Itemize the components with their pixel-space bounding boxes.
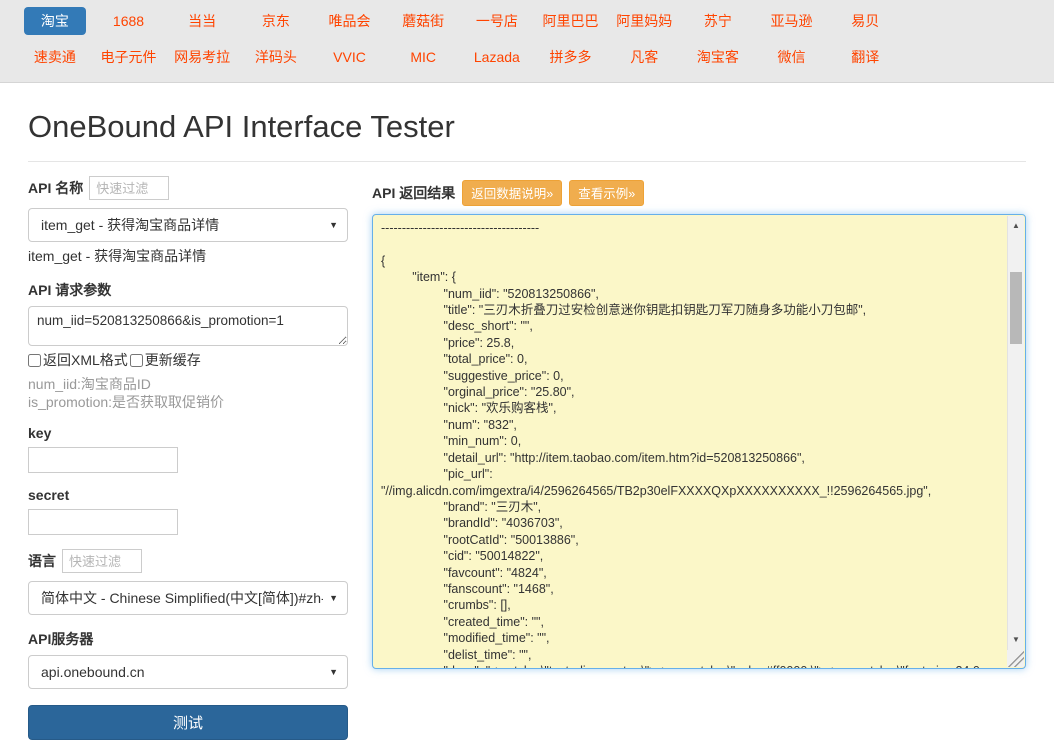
- page-title: OneBound API Interface Tester: [28, 109, 455, 144]
- nav-cell: 阿里巴巴: [534, 5, 608, 37]
- server-select[interactable]: api.onebound.cn: [28, 655, 348, 689]
- nav-cell: 淘宝客: [681, 41, 755, 73]
- cache-checkbox[interactable]: [129, 353, 143, 367]
- nav-item-洋码头[interactable]: 洋码头: [254, 49, 297, 65]
- result-panel: API 返回结果 返回数据说明» 查看示例» -----------------…: [372, 174, 1026, 740]
- nav-cell: 电子元件: [92, 41, 166, 73]
- nav-item-VVIC[interactable]: VVIC: [333, 49, 366, 65]
- param-hint-num-iid: num_iid:淘宝商品ID: [28, 376, 151, 392]
- nav-cell: 淘宝: [18, 7, 92, 35]
- nav-item-亚马逊[interactable]: 亚马逊: [770, 13, 813, 29]
- nav-cell: 一号店: [460, 5, 534, 37]
- cache-checkbox-label: 更新缓存: [144, 352, 201, 368]
- nav-row-1: 淘宝 1688 当当 京东 唯品会 蘑菇街 一号店 阿里巴巴 阿里妈妈 苏宁 亚马逊 易贝: [18, 5, 902, 37]
- nav-item-蘑菇街[interactable]: 蘑菇街: [402, 13, 445, 29]
- nav-item-唯品会[interactable]: 唯品会: [328, 13, 371, 29]
- nav-item-电子元件[interactable]: 电子元件: [100, 49, 157, 65]
- test-button[interactable]: 测试: [28, 705, 348, 740]
- language-select[interactable]: 简体中文 - Chinese Simplified(中文[简体])#zh-CN: [28, 581, 348, 615]
- options-checkboxes: 返回XML格式 更新缓存: [28, 350, 348, 370]
- nav-cell: 苏宁: [681, 5, 755, 37]
- nav-item-1688[interactable]: 1688: [112, 13, 145, 29]
- nav-cell: 翻译: [828, 41, 902, 73]
- language-label: 语言: [28, 553, 56, 569]
- api-result-textarea[interactable]: -------------------------------------- {…: [372, 214, 1026, 669]
- scrollbar-thumb[interactable]: [1010, 272, 1022, 344]
- nav-row-2: 速卖通 电子元件 网易考拉 洋码头 VVIC MIC Lazada 拼多多 凡客 淘宝客 微信 翻译: [18, 41, 902, 73]
- nav-item-凡客[interactable]: 凡客: [630, 49, 659, 65]
- key-label: key: [28, 425, 52, 441]
- nav-item-阿里妈妈[interactable]: 阿里妈妈: [616, 13, 673, 29]
- nav-item-易贝[interactable]: 易贝: [851, 13, 880, 29]
- result-title: API 返回结果: [372, 185, 456, 201]
- secret-input[interactable]: [28, 509, 178, 535]
- nav-cell: 京东: [239, 5, 313, 37]
- resize-grip-icon[interactable]: [1007, 650, 1024, 667]
- nav-cell: 拼多多: [534, 41, 608, 73]
- scroll-up-arrow-icon[interactable]: ▲: [1012, 221, 1020, 230]
- nav-item-微信[interactable]: 微信: [777, 49, 806, 65]
- api-result-content: -------------------------------------- {…: [381, 221, 987, 668]
- nav-cell: 亚马逊: [755, 5, 829, 37]
- language-filter-input[interactable]: [62, 549, 142, 573]
- request-params-textarea[interactable]: num_iid=520813250866&is_promotion=1: [28, 306, 348, 346]
- nav-cell: 蘑菇街: [386, 5, 460, 37]
- server-label: API服务器: [28, 631, 94, 647]
- secret-label: secret: [28, 487, 70, 503]
- nav-item-当当[interactable]: 当当: [188, 13, 217, 29]
- nav-cell: 网易考拉: [165, 41, 239, 73]
- nav-cell: 易贝: [828, 5, 902, 37]
- nav-item-MIC[interactable]: MIC: [410, 49, 437, 65]
- nav-cell: 1688: [92, 7, 166, 35]
- api-select[interactable]: item_get - 获得淘宝商品详情: [28, 208, 348, 242]
- nav-item-Lazada[interactable]: Lazada: [473, 49, 520, 65]
- xml-checkbox[interactable]: [28, 353, 41, 367]
- language-select-wrap: 简体中文 - Chinese Simplified(中文[简体])#zh-CN …: [28, 581, 348, 615]
- request-form-panel: API 名称 item_get - 获得淘宝商品详情 ▼ item_get - …: [28, 174, 348, 740]
- cache-checkbox-row[interactable]: 更新缓存: [129, 350, 201, 370]
- nav-cell: VVIC: [313, 43, 387, 71]
- nav-active-pill[interactable]: 淘宝: [23, 7, 86, 35]
- param-hint-is-promotion: is_promotion:是否获取取促销价: [28, 393, 225, 410]
- api-name-filter-input[interactable]: [89, 176, 170, 200]
- nav-item-网易考拉[interactable]: 网易考拉: [174, 49, 231, 65]
- scroll-down-arrow-icon[interactable]: ▼: [1012, 635, 1020, 644]
- nav-item-淘宝[interactable]: 淘宝: [23, 7, 86, 35]
- server-select-wrap: api.onebound.cn ▼: [28, 655, 348, 689]
- nav-cell: 洋码头: [239, 41, 313, 73]
- nav-item-京东[interactable]: 京东: [261, 13, 290, 29]
- view-example-button[interactable]: 查看示例»: [569, 180, 645, 206]
- request-params-label: API 请求参数: [28, 282, 112, 298]
- param-hints: num_iid:淘宝商品ID is_promotion:是否获取取促销价: [28, 376, 348, 411]
- nav-item-阿里巴巴[interactable]: 阿里巴巴: [542, 13, 599, 29]
- main-page: OneBound API Interface Tester API 名称 ite…: [0, 109, 1054, 740]
- xml-checkbox-label: 返回XML格式: [43, 352, 128, 368]
- return-data-doc-button[interactable]: 返回数据说明»: [462, 180, 563, 206]
- nav-item-速卖通[interactable]: 速卖通: [33, 49, 76, 65]
- api-select-wrap: item_get - 获得淘宝商品详情 ▼: [28, 208, 348, 242]
- nav-item-拼多多[interactable]: 拼多多: [549, 49, 592, 65]
- nav-cell: 当当: [165, 5, 239, 37]
- xml-checkbox-row[interactable]: 返回XML格式: [28, 350, 128, 370]
- title-divider: [28, 161, 1026, 162]
- api-name-label: API 名称: [28, 180, 84, 196]
- nav-cell: 微信: [755, 41, 829, 73]
- result-scrollbar[interactable]: ▲ ▼: [1007, 216, 1024, 650]
- nav-cell: 唯品会: [313, 5, 387, 37]
- nav-item-苏宁[interactable]: 苏宁: [703, 13, 732, 29]
- nav-cell: 速卖通: [18, 41, 92, 73]
- nav-cell: MIC: [386, 43, 460, 71]
- nav-item-翻译[interactable]: 翻译: [851, 49, 880, 65]
- nav-item-淘宝客[interactable]: 淘宝客: [696, 49, 739, 65]
- nav-cell: 阿里妈妈: [607, 5, 681, 37]
- top-navbar: 淘宝 1688 当当 京东 唯品会 蘑菇街 一号店 阿里巴巴 阿里妈妈 苏宁 亚马逊 易贝 速卖通 电子…: [0, 0, 1054, 83]
- nav-cell: Lazada: [460, 43, 534, 71]
- api-select-caption: item_get - 获得淘宝商品详情: [28, 248, 207, 264]
- nav-item-一号店[interactable]: 一号店: [475, 13, 518, 29]
- key-input[interactable]: [28, 447, 178, 473]
- nav-cell: 凡客: [607, 41, 681, 73]
